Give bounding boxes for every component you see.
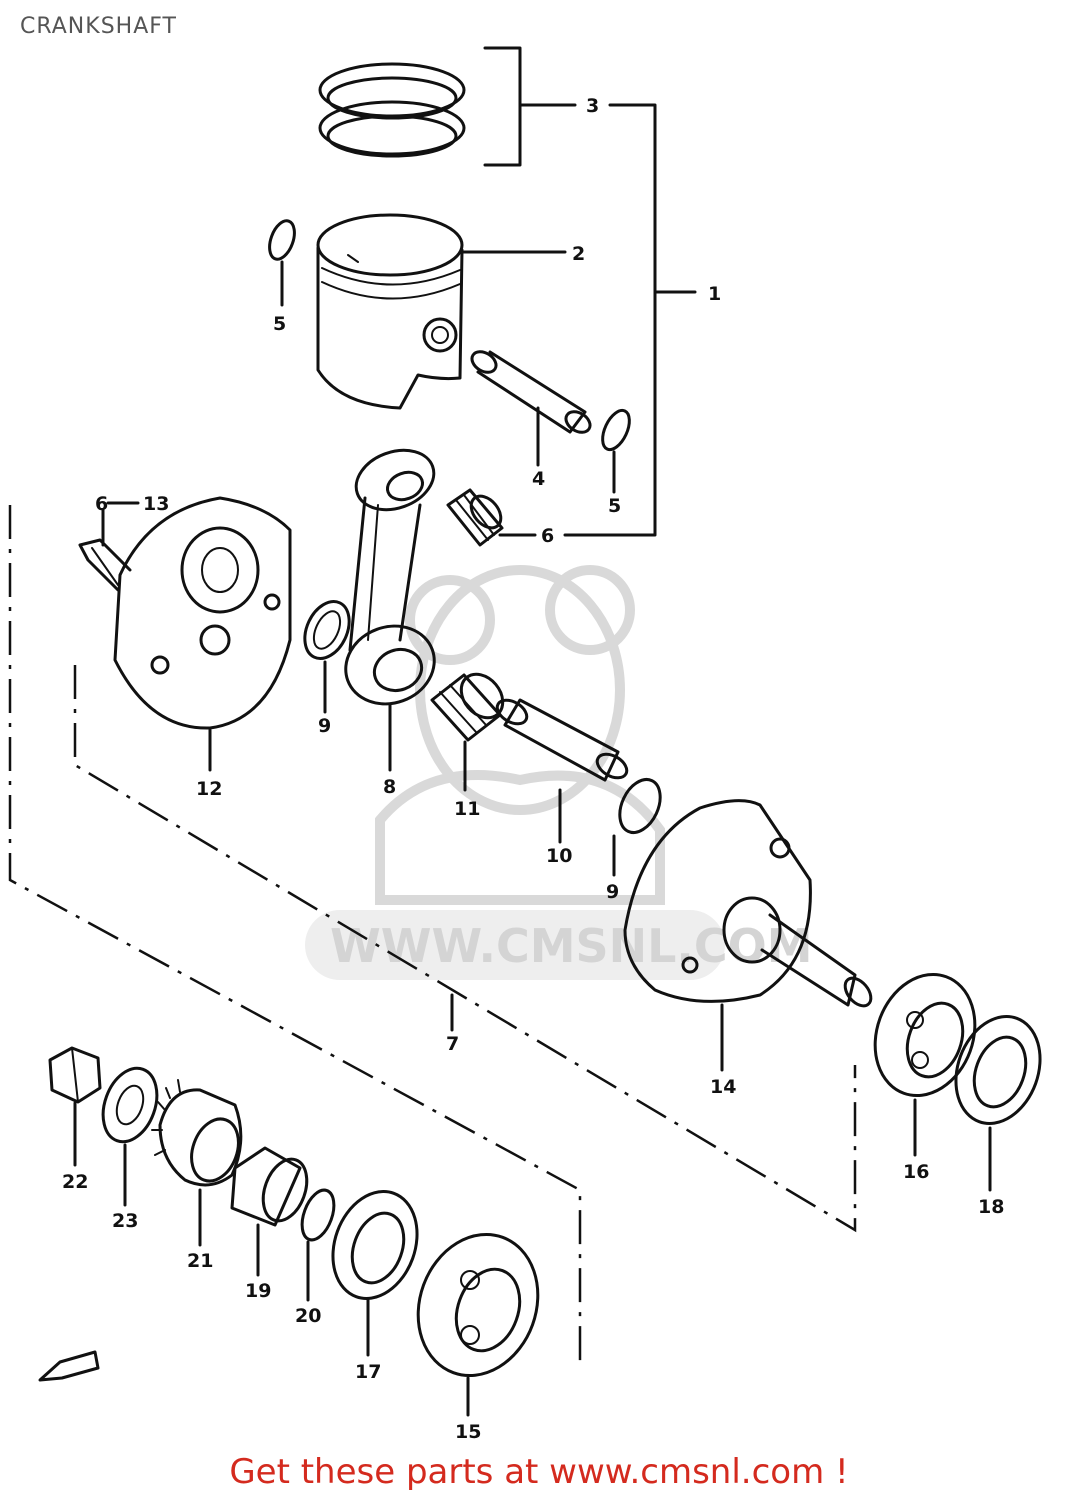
direction-arrow-icon: [38, 1350, 100, 1382]
crankshaft-nut: [48, 1046, 102, 1104]
part-label-12: 12: [196, 778, 222, 800]
part-label-6: 6: [541, 525, 554, 547]
piston: [316, 213, 464, 410]
part-label-6-shaft: 6: [95, 493, 108, 515]
crankshaft-bearing-left: [416, 1232, 540, 1378]
part-label-23: 23: [112, 1210, 138, 1232]
thrust-washer-left: [303, 600, 351, 660]
primary-drive-gear: [151, 1079, 243, 1187]
cmsnl-watermark: WWW.CMSNL.COM: [305, 565, 813, 980]
part-label-9-left: 9: [318, 715, 331, 737]
part-label-4: 4: [532, 468, 545, 490]
part-label-11: 11: [454, 798, 480, 820]
footer-link[interactable]: Get these parts at www.cmsnl.com !: [229, 1452, 849, 1492]
part-label-13: 13: [143, 493, 169, 515]
part-label-2: 2: [572, 243, 585, 265]
o-ring: [300, 1188, 336, 1242]
crank-web-left: [78, 496, 292, 730]
bracket-crankshaft-assembly: [8, 505, 582, 1370]
crankshaft-bearing-right: [873, 972, 977, 1098]
piston-pin-clip-left: [268, 219, 296, 261]
connecting-rod: [344, 448, 436, 706]
part-label-18: 18: [978, 1196, 1004, 1218]
crank-web-right: [623, 799, 873, 1008]
thrust-washer-right: [618, 778, 662, 834]
part-label-8: 8: [383, 776, 396, 798]
part-label-9-right: 9: [606, 881, 619, 903]
piston-pin-clip-right: [601, 408, 631, 452]
part-label-10: 10: [546, 845, 572, 867]
crank-pin: [495, 698, 629, 782]
part-label-7: 7: [446, 1033, 459, 1055]
part-label-1: 1: [708, 283, 721, 305]
oil-seal-left: [331, 1190, 419, 1300]
page-title: CRANKSHAFT: [20, 14, 177, 39]
bracket-piston-set: [563, 103, 657, 537]
nut-washer: [101, 1066, 159, 1144]
part-label-14: 14: [710, 1076, 736, 1098]
piston-rings: [318, 62, 466, 158]
part-label-17: 17: [355, 1361, 381, 1383]
part-label-21: 21: [187, 1250, 213, 1272]
bracket-piston-rings: [483, 46, 522, 167]
part-label-16: 16: [903, 1161, 929, 1183]
part-label-22: 22: [62, 1171, 88, 1193]
part-label-15: 15: [455, 1421, 481, 1443]
piston-pin: [470, 350, 592, 434]
crankshaft-spacer: [230, 1146, 309, 1227]
part-label-5-left: 5: [273, 313, 286, 335]
oil-seal-right: [954, 1015, 1042, 1125]
small-end-bearing: [446, 488, 504, 547]
watermark-text: WWW.CMSNL.COM: [330, 919, 813, 973]
part-label-3: 3: [586, 95, 599, 117]
part-label-5-right: 5: [608, 495, 621, 517]
part-label-19: 19: [245, 1280, 271, 1302]
part-label-20: 20: [295, 1305, 321, 1327]
